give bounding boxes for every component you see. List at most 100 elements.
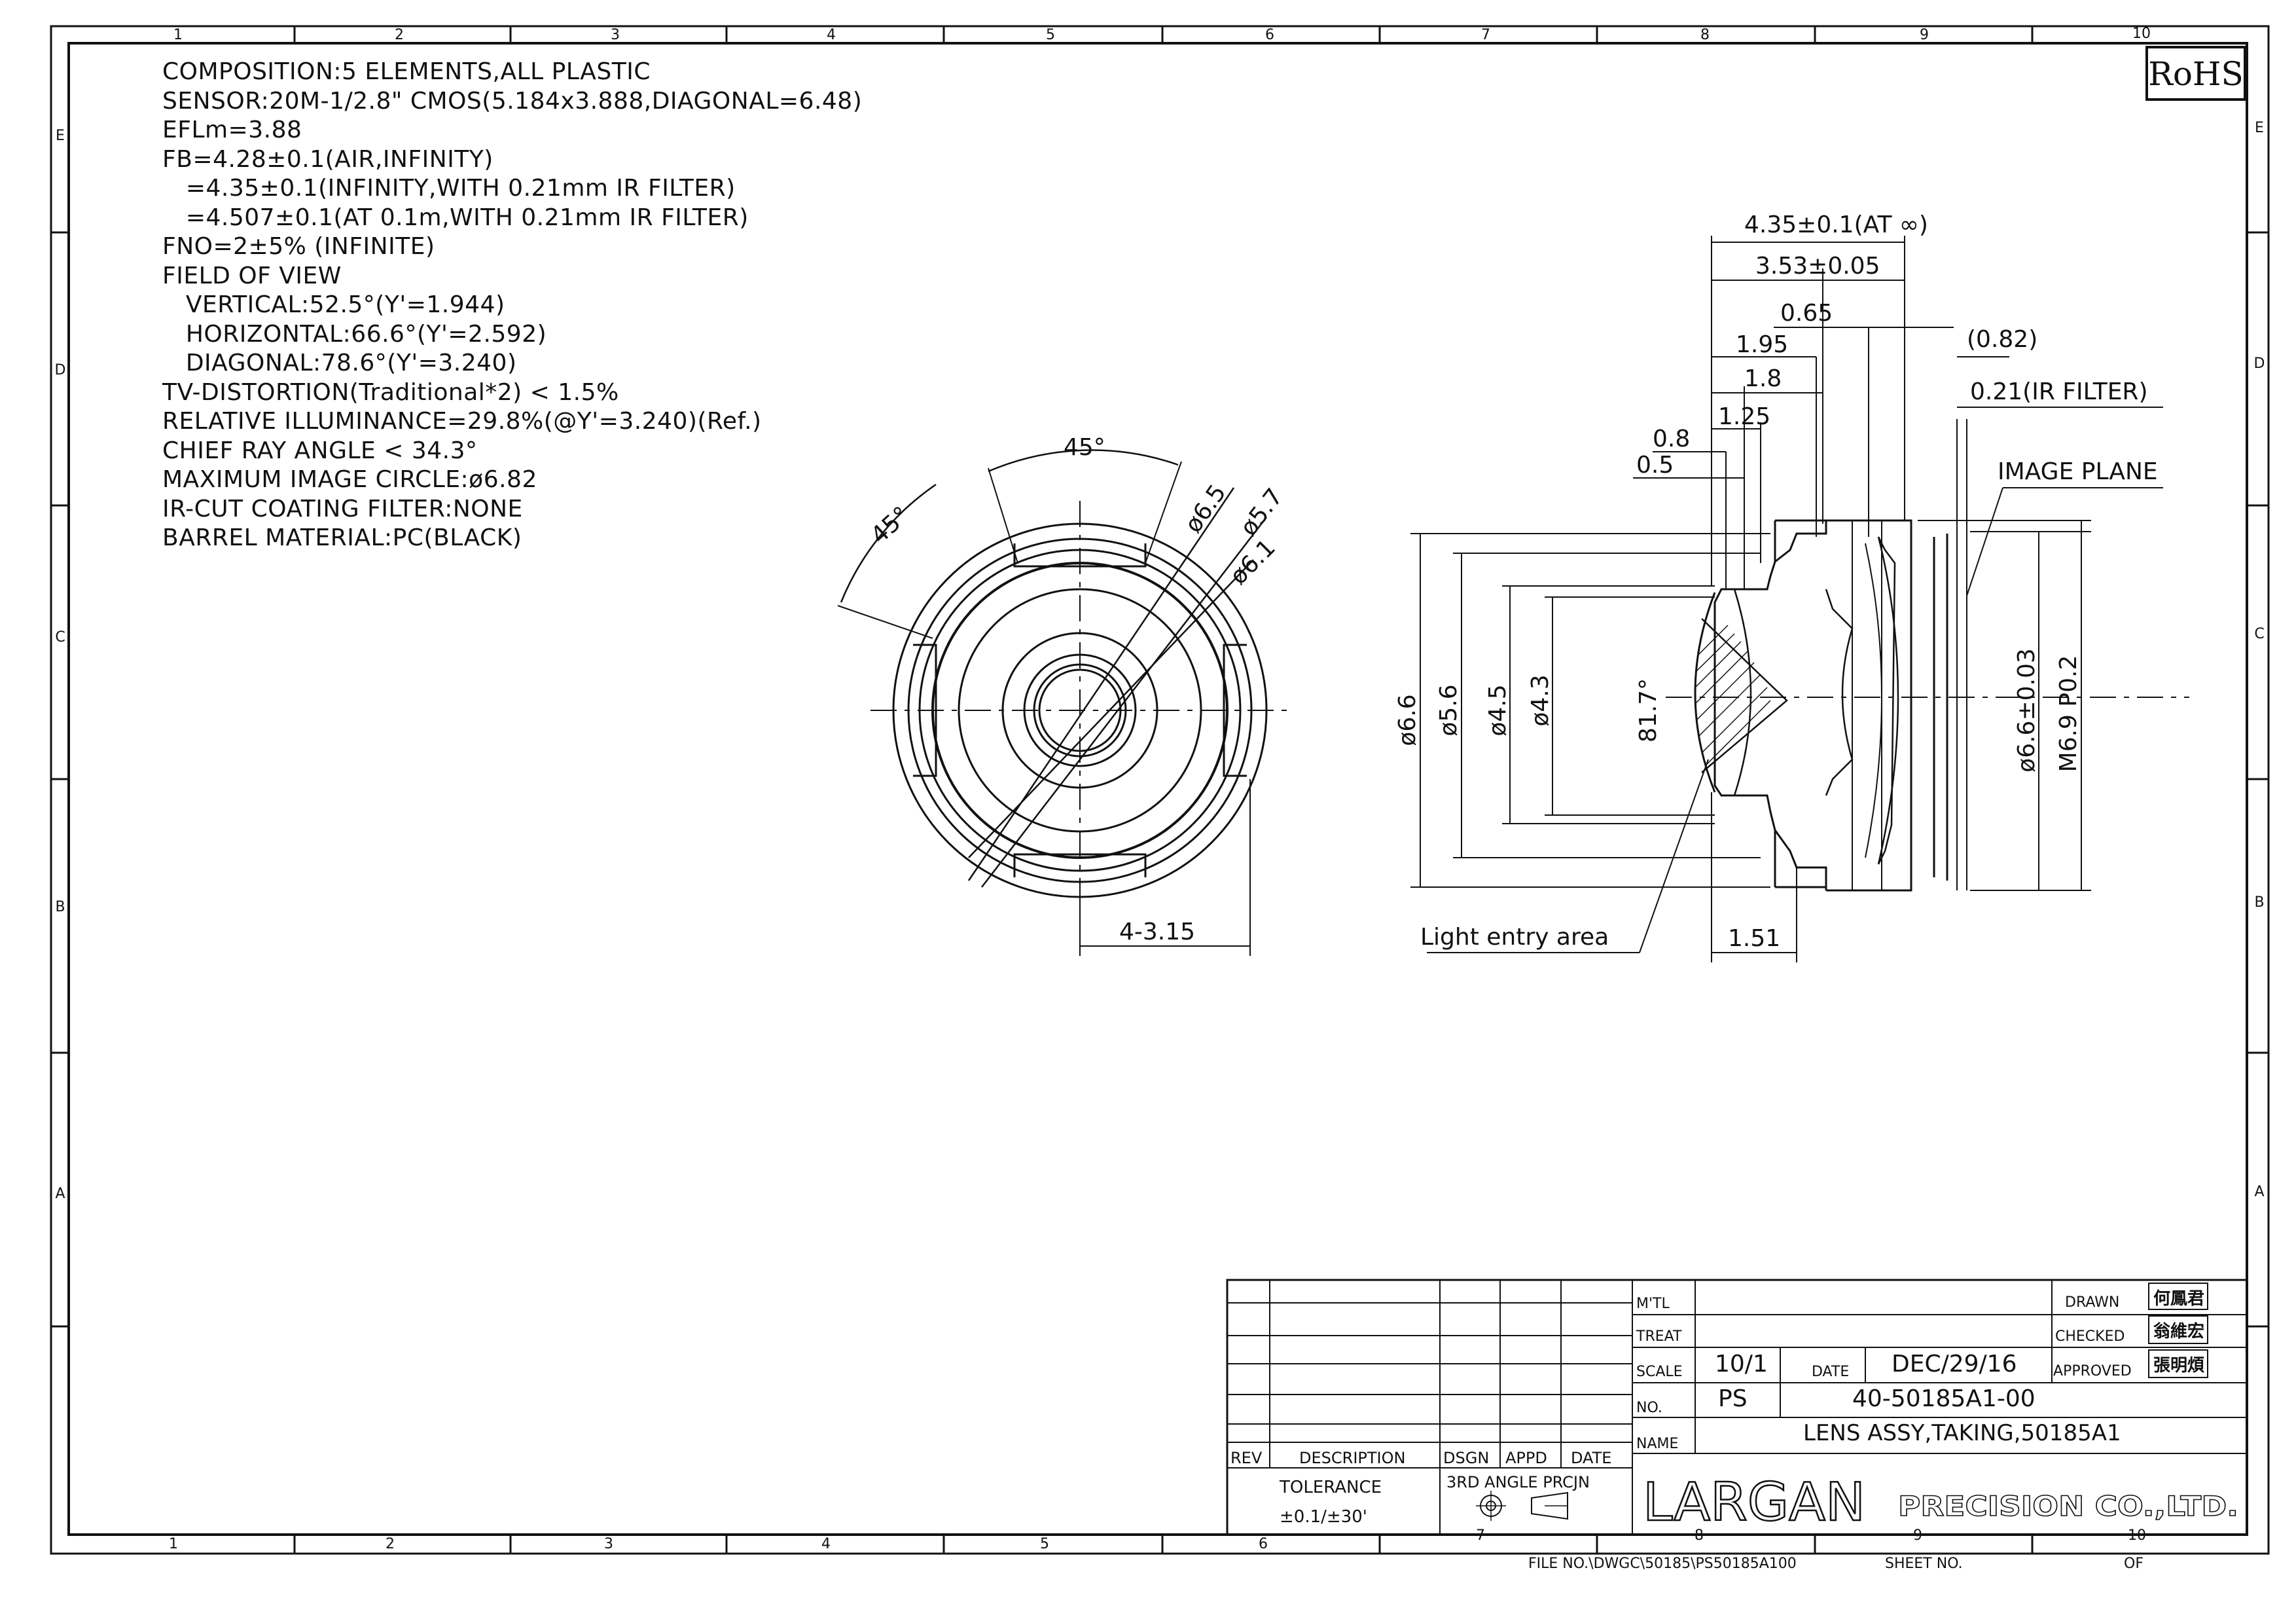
- angle-45-top: 45°: [1064, 434, 1105, 461]
- date-value: DEC/29/16: [1892, 1351, 2017, 1377]
- row-label-right-B: B: [2254, 894, 2264, 911]
- row-label-left-D: D: [55, 362, 66, 378]
- label-no: NO.: [1636, 1400, 1662, 1416]
- spec-line: IR-CUT COATING FILTER:NONE: [162, 495, 523, 522]
- row-labels: E D C B A E D C B A: [55, 120, 2265, 1202]
- dim-1-25: 1.25: [1718, 403, 1770, 430]
- spec-line: EFLm=3.88: [162, 117, 302, 143]
- col-label-top-10: 10: [2132, 26, 2151, 42]
- svg-text:RoHS: RoHS: [2148, 55, 2244, 93]
- label-tolerance: TOLERANCE: [1279, 1478, 1382, 1497]
- title-block: [1226, 1279, 2248, 1536]
- dim-dia-4-3: ø4.3: [1527, 674, 1554, 726]
- row-label-right-C: C: [2254, 626, 2264, 642]
- row-label-left-C: C: [55, 629, 65, 646]
- row-label-left-E: E: [56, 128, 65, 144]
- label-projection: 3RD ANGLE PRCJN: [1446, 1473, 1590, 1491]
- dim-0-65: 0.65: [1780, 300, 1833, 327]
- label-checked: CHECKED: [2055, 1328, 2125, 1345]
- dim-3-53: 3.53±0.05: [1755, 253, 1880, 280]
- sheet-number: SHEET NO.: [1885, 1556, 1963, 1572]
- title-block-text: M'TL TREAT SCALE 10/1 DATE DEC/29/16 NO.…: [1230, 1289, 2239, 1533]
- dim-4-35: 4.35±0.1(AT ∞): [1744, 211, 1928, 238]
- dim-dia-5-6: ø5.6: [1435, 684, 1462, 736]
- rohs-mark: RoHS: [2145, 46, 2246, 101]
- spec-line: COMPOSITION:5 ELEMENTS,ALL PLASTIC: [162, 58, 651, 85]
- thread-m6-9: M6.9 P0.2: [2055, 655, 2082, 773]
- spec-line: VERTICAL:52.5°(Y'=1.944): [162, 291, 505, 318]
- image-plane-label: IMAGE PLANE: [1998, 458, 2158, 485]
- spec-line: DIAGONAL:78.6°(Y'=3.240): [162, 350, 517, 376]
- ps-value: PS: [1718, 1385, 1748, 1412]
- stamp-approved: 張明煩: [2153, 1356, 2205, 1376]
- spec-line: FIELD OF VIEW: [162, 262, 342, 289]
- col-label-bottom-3: 3: [604, 1536, 613, 1552]
- light-entry-label: Light entry area: [1420, 924, 1609, 951]
- spec-line: =4.507±0.1(AT 0.1m,WITH 0.21mm IR FILTER…: [162, 204, 749, 231]
- col-label-top-8: 8: [1700, 27, 1710, 43]
- dim-0-21-ir-filter: 0.21(IR FILTER): [1970, 378, 2148, 405]
- dim-1-51: 1.51: [1728, 925, 1780, 952]
- dim-slot-4-3-15: 4-3.15: [1119, 919, 1195, 945]
- col-label-top-1: 1: [173, 27, 183, 43]
- label-scale: SCALE: [1636, 1364, 1683, 1380]
- dim-dia-4-5: ø4.5: [1484, 684, 1511, 736]
- label-date-col: DATE: [1571, 1449, 1611, 1467]
- dim-0-5: 0.5: [1636, 452, 1674, 479]
- label-approved: APPROVED: [2053, 1363, 2132, 1379]
- col-label-top-2: 2: [395, 27, 404, 43]
- footer: FILE NO.\DWGC\50185\PS50185A100 SHEET NO…: [1528, 1556, 2144, 1572]
- tolerance-value: ±0.1/±30': [1280, 1507, 1367, 1527]
- zone-ticks: [51, 26, 2269, 1554]
- spec-line: SENSOR:20M-1/2.8" CMOS(5.184x3.888,DIAGO…: [162, 87, 863, 115]
- row-label-right-E: E: [2255, 120, 2264, 136]
- outer-border: [50, 25, 2270, 1555]
- label-drawn: DRAWN: [2065, 1294, 2119, 1311]
- spec-line: CHIEF RAY ANGLE < 34.3°: [162, 437, 478, 464]
- drawing-name: LENS ASSY,TAKING,50185A1: [1803, 1420, 2121, 1446]
- dim-dia-6-6: ø6.6: [1394, 694, 1421, 746]
- spec-line: =4.35±0.1(INFINITY,WITH 0.21mm IR FILTER…: [162, 175, 736, 202]
- col-label-top-4: 4: [827, 27, 836, 43]
- row-label-right-A: A: [2254, 1184, 2264, 1200]
- spec-line: FNO=2±5% (INFINITE): [162, 233, 435, 260]
- front-view: [837, 449, 1293, 956]
- col-label-top-9: 9: [1920, 27, 1929, 43]
- stamp-drawn: 何鳳君: [2153, 1289, 2204, 1309]
- inner-border: [67, 42, 2248, 1536]
- col-label-bottom-2: 2: [386, 1536, 395, 1552]
- col-label-bottom-6: 6: [1259, 1536, 1268, 1552]
- scale-value: 10/1: [1715, 1351, 1768, 1377]
- company-name: PRECISION CO.,LTD.: [1898, 1490, 2238, 1522]
- dim-dia-6-5: ø6.5: [1180, 480, 1232, 538]
- spec-line: MAXIMUM IMAGE CIRCLE:ø6.82: [162, 466, 537, 493]
- company-logo: LARGAN: [1643, 1472, 1865, 1533]
- col-label-top-7: 7: [1481, 27, 1490, 43]
- row-label-right-D: D: [2254, 356, 2265, 372]
- dim-1-8: 1.8: [1744, 365, 1782, 392]
- label-treat: TREAT: [1636, 1328, 1682, 1345]
- spec-line: RELATIVE ILLUMINANCE=29.8%(@Y'=3.240)(Re…: [162, 408, 762, 435]
- angle-45-left: 45°: [866, 501, 915, 549]
- dim-angle-81-7: 81.7°: [1635, 678, 1662, 742]
- row-label-left-B: B: [55, 899, 65, 915]
- label-name: NAME: [1636, 1436, 1678, 1452]
- col-label-top-6: 6: [1265, 27, 1274, 43]
- label-date: DATE: [1812, 1364, 1849, 1380]
- stamp-checked: 翁維宏: [2153, 1321, 2204, 1341]
- spec-line: BARREL MATERIAL:PC(BLACK): [162, 524, 522, 551]
- side-view: [1410, 236, 2189, 962]
- spec-line: HORIZONTAL:66.6°(Y'=2.592): [162, 320, 547, 348]
- label-description: DESCRIPTION: [1299, 1449, 1405, 1467]
- label-mtl: M'TL: [1636, 1296, 1670, 1312]
- row-label-left-A: A: [55, 1186, 65, 1202]
- dim-1-95: 1.95: [1736, 331, 1788, 358]
- col-label-bottom-1: 1: [169, 1536, 178, 1552]
- sheet-of: OF: [2124, 1556, 2144, 1572]
- spec-line: TV-DISTORTION(Traditional*2) < 1.5%: [162, 378, 619, 406]
- file-number: FILE NO.\DWGC\50185\PS50185A100: [1528, 1556, 1797, 1572]
- dim-0-8: 0.8: [1653, 426, 1690, 452]
- dim-0-82: (0.82): [1967, 326, 2037, 353]
